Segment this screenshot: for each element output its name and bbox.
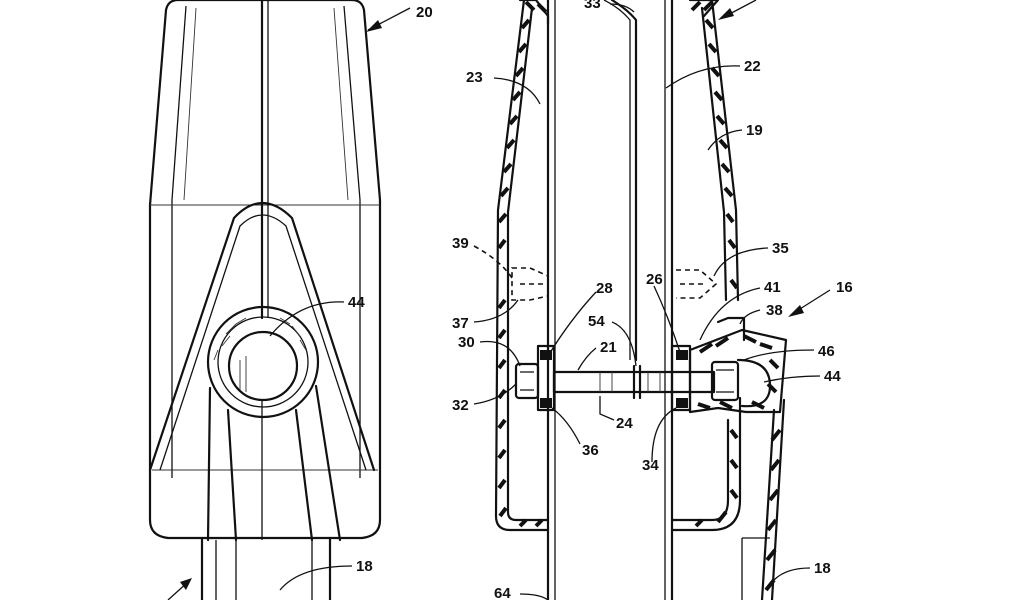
label-19: 19 xyxy=(746,122,763,139)
label-36: 36 xyxy=(582,442,599,459)
left-housing-inner-line-2 xyxy=(150,7,380,471)
lower-tube xyxy=(200,536,332,600)
hub-shading xyxy=(213,317,307,392)
leader-39 xyxy=(473,245,513,279)
bolt-threads xyxy=(599,372,661,392)
detent-39 xyxy=(511,267,549,301)
shell-left-outer xyxy=(494,0,550,532)
left-housing-outline xyxy=(148,0,382,540)
right-section-view: 33 23 22 19 39 35 28 26 16 41 38 37 54 3… xyxy=(452,0,853,600)
label-54: 54 xyxy=(588,313,605,330)
leader-44-right xyxy=(763,375,821,383)
label-18-left: 18 xyxy=(356,558,373,575)
gusset-outline xyxy=(148,202,376,472)
leader-44-left xyxy=(269,301,345,337)
leader-18-right xyxy=(773,567,811,581)
leader-38 xyxy=(739,309,761,325)
leader-24 xyxy=(599,396,615,421)
tube-center-seam xyxy=(610,0,638,362)
leader-19 xyxy=(707,129,743,151)
handle-arm-right xyxy=(294,384,342,542)
label-39: 39 xyxy=(452,235,469,252)
leader-41 xyxy=(699,287,761,341)
label-22: 22 xyxy=(744,58,761,75)
arrowhead-16 xyxy=(788,305,804,317)
gusset-inner-line xyxy=(159,214,367,471)
label-21: 21 xyxy=(600,339,617,356)
label-23: 23 xyxy=(466,69,483,86)
leader-46 xyxy=(743,349,815,361)
lower-arm-hatching xyxy=(764,428,782,592)
bushing-26 xyxy=(676,350,688,360)
label-30: 30 xyxy=(458,334,475,351)
left-housing-inner-line xyxy=(171,5,361,478)
detent-35 xyxy=(676,269,718,299)
label-44-right: 44 xyxy=(824,368,841,385)
lower-tube-inner xyxy=(215,540,313,600)
leader-30 xyxy=(479,340,521,367)
leader-18-left xyxy=(279,565,353,591)
label-41: 41 xyxy=(764,279,781,296)
label-44-left: 44 xyxy=(348,294,365,311)
hub-outer-ring xyxy=(206,305,320,419)
label-35: 35 xyxy=(772,240,789,257)
leader-21 xyxy=(577,347,597,371)
lower-guide xyxy=(741,537,770,600)
leader-54 xyxy=(611,321,637,367)
bushing-34 xyxy=(676,398,688,408)
lower-arm-inner xyxy=(760,408,776,600)
leader-23 xyxy=(493,77,541,105)
leader-22 xyxy=(665,65,741,89)
bushing-28 xyxy=(540,350,552,360)
nut-right-detail xyxy=(716,369,734,393)
hub-knob xyxy=(227,330,299,402)
hub-middle-ring xyxy=(217,316,309,408)
label-26: 26 xyxy=(646,271,663,288)
shell-right-outer xyxy=(710,0,740,302)
arrowhead-lower-left xyxy=(180,578,192,590)
shell-right-inner xyxy=(700,6,728,302)
clamp-knob xyxy=(736,358,772,408)
label-64: 64 xyxy=(494,585,511,600)
label-37: 37 xyxy=(452,315,469,332)
bolt-head-left xyxy=(514,362,540,400)
leader-34 xyxy=(651,407,677,463)
leader-28 xyxy=(547,291,597,357)
label-38: 38 xyxy=(766,302,783,319)
handle-arm-left xyxy=(206,386,238,542)
arrowhead-top-right xyxy=(718,8,734,20)
shell-right-lower-outer xyxy=(670,396,742,532)
clamp-plate xyxy=(688,328,788,414)
label-33: 33 xyxy=(584,0,601,12)
label-18-right: 18 xyxy=(814,560,831,577)
bolt-head-left-detail xyxy=(520,371,534,391)
lower-arm-outer xyxy=(770,398,786,600)
label-32: 32 xyxy=(452,397,469,414)
leader-35 xyxy=(713,247,769,277)
leader-32 xyxy=(473,383,517,405)
label-16: 16 xyxy=(836,279,853,296)
arrowhead-20 xyxy=(366,20,382,32)
label-24: 24 xyxy=(616,415,633,432)
top-cap-right xyxy=(688,0,720,18)
bolt-assembly xyxy=(514,316,788,414)
shell-left-inner xyxy=(506,6,550,522)
label-20: 20 xyxy=(416,4,433,21)
leader-33 xyxy=(609,3,635,13)
nut-right xyxy=(710,360,740,402)
leader-36 xyxy=(551,407,581,445)
left-exterior-view: 20 44 18 xyxy=(148,0,433,600)
bushing-36 xyxy=(540,398,552,408)
label-28: 28 xyxy=(596,280,613,297)
tube-center-seam-2 xyxy=(603,0,631,360)
label-46: 46 xyxy=(818,343,835,360)
leader-64 xyxy=(519,593,549,600)
bolt-center-break xyxy=(632,364,642,400)
shell-right-lower-inner xyxy=(670,418,730,522)
label-34: 34 xyxy=(642,457,659,474)
shell-hatching xyxy=(497,0,739,528)
leader-37 xyxy=(473,299,519,323)
leader-26 xyxy=(653,285,681,353)
